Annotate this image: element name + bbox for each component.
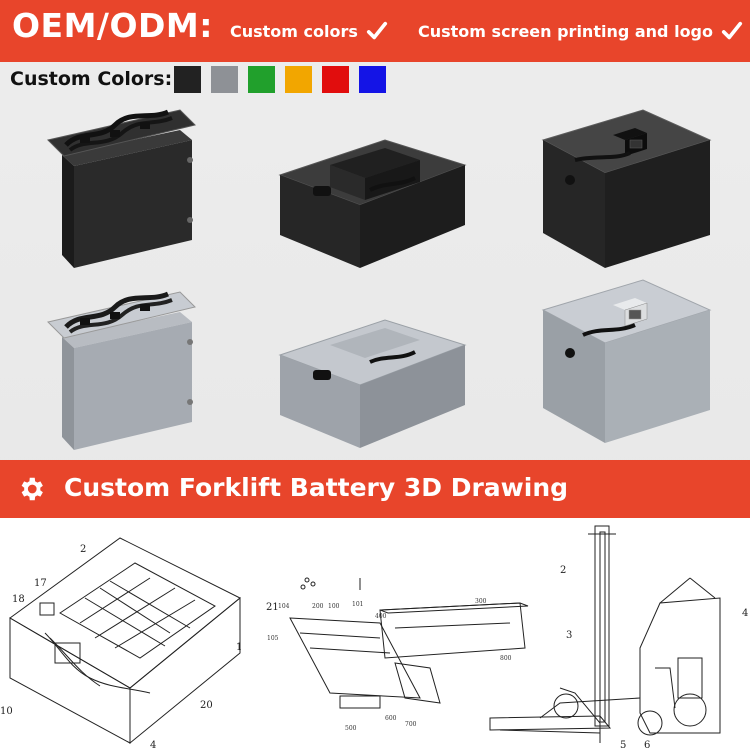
label: 4	[150, 740, 156, 750]
drawing-parts-exploded	[289, 577, 529, 709]
label: 10	[0, 706, 13, 717]
custom-colors-label: Custom Colors:	[10, 68, 173, 90]
check-icon	[366, 21, 387, 40]
label: 21	[266, 602, 279, 613]
swatch-green	[248, 66, 275, 93]
label: 800	[500, 655, 512, 662]
swatch-red	[322, 66, 349, 93]
drawing-battery-exploded	[9, 537, 241, 745]
label: 105	[267, 635, 279, 642]
battery-black-screen-image	[541, 109, 712, 268]
drawings-canvas: 2 17 18 21 1 20 10 4	[0, 525, 748, 750]
label: 100	[328, 603, 340, 610]
section-title: Custom Forklift Battery 3D Drawing	[64, 473, 569, 502]
swatch-gray	[211, 66, 238, 93]
color-swatches	[174, 66, 386, 93]
label: 18	[12, 594, 25, 605]
battery-silver-screen-image	[541, 279, 712, 443]
battery-silver-tall-image	[47, 291, 196, 450]
label: 1	[236, 642, 242, 653]
label: 200	[312, 603, 324, 610]
label: 104	[278, 603, 290, 610]
battery-silver-box-image	[278, 319, 467, 448]
label: 700	[405, 721, 417, 728]
feature-custom-colors: Custom colors	[230, 20, 388, 42]
top-banner: OEM/ODM: Custom colors Custom screen pri…	[0, 0, 750, 62]
middle-drawing-labels: 104 200 100 101 105 300 400 500 600 700 …	[267, 598, 512, 732]
left-drawing-labels: 2 17 18 21 1 20 10 4	[0, 544, 279, 750]
technical-drawings: 2 17 18 21 1 20 10 4	[0, 518, 750, 750]
section-banner: Custom Forklift Battery 3D Drawing	[0, 460, 750, 518]
label: 4	[742, 608, 748, 619]
swatch-yellow	[285, 66, 312, 93]
feature-label: Custom screen printing and logo	[418, 21, 713, 41]
swatch-black	[174, 66, 201, 93]
label: 3	[566, 630, 572, 641]
oem-odm-title: OEM/ODM:	[12, 6, 213, 45]
label: 17	[34, 578, 47, 589]
gear-icon	[21, 477, 43, 501]
drawing-forklift	[489, 525, 721, 743]
battery-black-tall-image	[47, 109, 196, 268]
label: 600	[385, 715, 397, 722]
label: 500	[345, 725, 357, 732]
label: 101	[352, 601, 363, 608]
check-icon	[721, 21, 743, 40]
battery-black-box-image	[278, 139, 467, 268]
label: 5	[620, 740, 626, 750]
label: 300	[475, 598, 487, 605]
feature-custom-printing: Custom screen printing and logo	[418, 20, 743, 42]
label: 20	[200, 700, 213, 711]
swatch-blue	[359, 66, 386, 93]
right-drawing-labels: 2 3 4 5 6	[560, 565, 748, 750]
label: 400	[375, 613, 387, 620]
label: 2	[80, 544, 86, 555]
feature-label: Custom colors	[230, 21, 358, 41]
label: 2	[560, 565, 566, 576]
label: 6	[644, 740, 650, 750]
